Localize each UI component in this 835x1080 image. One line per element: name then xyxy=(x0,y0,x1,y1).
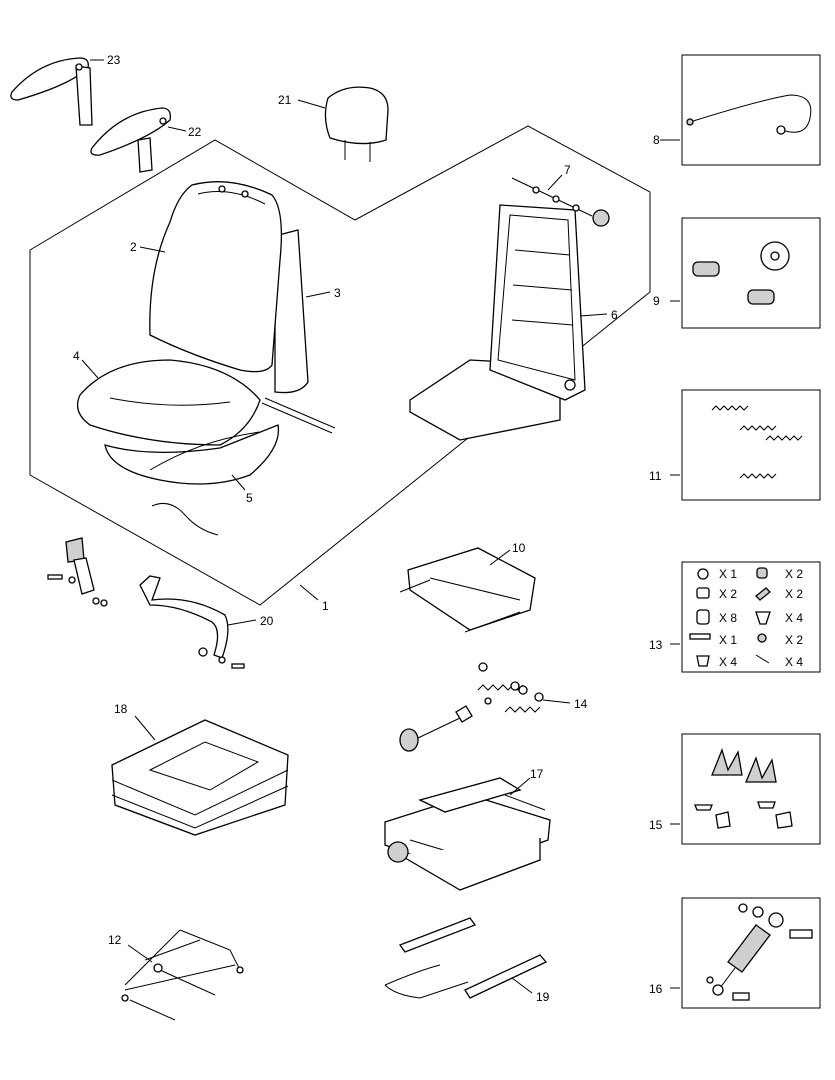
back-frame-6[interactable] xyxy=(409,204,586,441)
kit13-qty-6: X 4 xyxy=(785,611,803,625)
callout-2: 2 xyxy=(130,240,137,254)
knob-kit-9[interactable] xyxy=(692,241,790,305)
seat-wire[interactable] xyxy=(151,503,219,536)
kit13-qty-3: X 2 xyxy=(719,587,737,601)
armrest-22[interactable] xyxy=(90,107,171,173)
assembly-1-outline xyxy=(29,125,651,606)
seat-belt-parts[interactable] xyxy=(47,537,108,607)
callout-7: 7 xyxy=(564,163,571,177)
kit13-qty-8: X 2 xyxy=(785,633,803,647)
callout-14: 14 xyxy=(574,697,588,711)
callout-19: 19 xyxy=(536,990,550,1004)
kit13-qty-7: X 1 xyxy=(719,633,737,647)
callout-3: 3 xyxy=(334,286,341,300)
kit13-qty-10: X 4 xyxy=(785,655,803,669)
callout-20: 20 xyxy=(260,614,274,628)
kit13-qty-4: X 2 xyxy=(785,587,803,601)
callout-18: 18 xyxy=(114,702,128,716)
slide-assembly-10[interactable] xyxy=(399,547,536,633)
cable-8[interactable] xyxy=(686,94,812,135)
seat-cushion-5[interactable] xyxy=(104,424,280,485)
kit13-qty-1: X 1 xyxy=(719,567,737,581)
kit13-qty-9: X 4 xyxy=(719,655,737,669)
kit-box-15 xyxy=(681,733,821,845)
kit13-qty-5: X 8 xyxy=(719,611,737,625)
callout-4: 4 xyxy=(73,349,80,363)
callout-11: 11 xyxy=(649,469,662,483)
leader-lines xyxy=(81,59,680,994)
callout-17: 17 xyxy=(530,767,544,781)
callout-21: 21 xyxy=(278,93,292,107)
belt-bracket-20[interactable] xyxy=(139,575,245,669)
mount-kit-15[interactable] xyxy=(694,748,793,829)
rails-19[interactable] xyxy=(384,917,548,999)
callout-12: 12 xyxy=(108,933,122,947)
callout-6: 6 xyxy=(611,308,618,322)
cushion-springs-18[interactable] xyxy=(111,719,289,836)
backrest-cushion-2[interactable] xyxy=(149,181,336,434)
hardware-kit-13[interactable] xyxy=(689,567,771,667)
suspension-17[interactable] xyxy=(384,777,551,891)
callout-15: 15 xyxy=(649,818,663,832)
kit-box-11 xyxy=(681,389,821,501)
spring-kit-14[interactable] xyxy=(399,662,544,752)
spring-kit-11[interactable] xyxy=(711,405,803,479)
callout-23: 23 xyxy=(107,53,121,67)
kit-box-16 xyxy=(681,897,821,1009)
headrest-21[interactable] xyxy=(324,86,389,162)
kit-box-13 xyxy=(681,561,821,673)
callout-22: 22 xyxy=(188,125,202,139)
kit-box-8 xyxy=(681,54,821,166)
armrest-23[interactable] xyxy=(10,57,93,126)
callout-16: 16 xyxy=(649,982,663,996)
callout-9: 9 xyxy=(653,294,660,308)
callout-5: 5 xyxy=(246,491,253,505)
seat-cushion-4[interactable] xyxy=(76,359,261,446)
kit-box-9 xyxy=(681,217,821,329)
kit13-qty-2: X 2 xyxy=(785,567,803,581)
callout-1: 1 xyxy=(322,599,329,613)
callout-13: 13 xyxy=(649,638,663,652)
callout-8: 8 xyxy=(653,133,660,147)
shock-absorber-16[interactable] xyxy=(706,903,813,1001)
callout-10: 10 xyxy=(512,541,526,555)
scissor-linkage-12[interactable] xyxy=(121,929,244,1021)
frame-hardware-7[interactable] xyxy=(511,177,610,227)
